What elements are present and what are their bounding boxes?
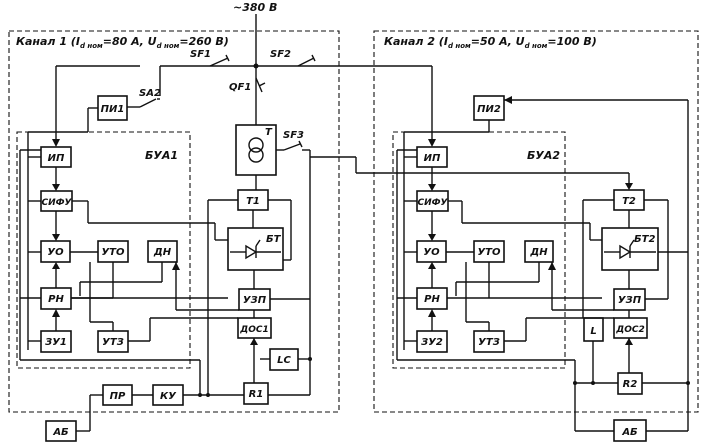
sf3-switch: SF3 (276, 130, 310, 151)
block-rn2-label: РН (424, 294, 440, 305)
block-ut3-2-label: УТЗ (478, 337, 500, 348)
block-zu1-label: ЗУ1 (45, 337, 67, 348)
block-dos1-label: ДОС1 (239, 325, 269, 335)
block-ab1-label: АБ (52, 427, 69, 438)
channel-1-frame (8, 30, 340, 413)
block-ip1-label: ИП (48, 153, 65, 164)
thyristor-symbol-1 (230, 239, 281, 260)
block-l-label: L (590, 326, 596, 337)
channel-2-frame (373, 30, 699, 413)
channel-2-title: Канал 2 (Id ном=50 А, Ud ном=100 В) (384, 35, 597, 50)
block-dn2-label: ДН (529, 247, 548, 258)
block-sifu1-label: СИФУ (41, 198, 72, 208)
block-dn1-label: ДН (153, 247, 172, 258)
transformer-primary (248, 137, 264, 153)
block-rn1-label: РН (48, 294, 64, 305)
block-pi2 (473, 95, 505, 121)
block-pi1 (97, 95, 128, 121)
block-ab2-label: АБ (621, 427, 638, 438)
block-zu2-label: ЗУ2 (421, 337, 443, 348)
sa2-switch: SA2 (126, 88, 161, 108)
block-bt1 (227, 227, 284, 271)
supply-label: ~380 В (233, 1, 277, 14)
sf2-switch: SF2 (270, 49, 316, 67)
channel-1-title: Канал 1 (Id ном=80 А, Ud ном=260 В) (16, 35, 229, 50)
block-uzp2-label: УЗП (618, 295, 642, 306)
block-pi1-label: ПИ1 (101, 104, 125, 115)
block-sifu2-label: СИФУ (417, 198, 448, 208)
block-uo2-label: УО (423, 247, 440, 258)
block-pr-label: ПР (110, 391, 126, 402)
block-r1 (243, 382, 269, 405)
block-lc-label: LC (277, 355, 291, 366)
bua1-label: БУА1 (145, 149, 178, 162)
block-ut3-1-label: УТЗ (102, 337, 124, 348)
bua2-label: БУА2 (527, 149, 560, 162)
bua2-frame (392, 131, 566, 369)
block-bt2-label: БТ2 (634, 234, 655, 245)
thyristor-symbol-2 (604, 239, 656, 260)
sf3-label: SF3 (283, 130, 304, 141)
block-dos2 (613, 317, 648, 339)
sf1-switch: SF1 (190, 49, 230, 67)
block-pi2-label: ПИ2 (477, 104, 501, 115)
transformer-secondary (248, 147, 264, 163)
block-r1-label: R1 (249, 389, 264, 400)
qf1-breaker: QF1 (229, 77, 266, 93)
block-bt1-label: БТ (266, 234, 282, 245)
block-uzp1-label: УЗП (243, 295, 267, 306)
block-uo1-label: УО (47, 247, 64, 258)
block-r2-label: R2 (623, 379, 638, 390)
qf1-label: QF1 (229, 82, 251, 93)
block-ip2-label: ИП (424, 153, 441, 164)
block-ku-label: КУ (160, 391, 177, 402)
block-dos2-label: ДОС2 (615, 325, 645, 335)
block-t2-label: Т2 (622, 196, 636, 207)
sf1-label: SF1 (190, 49, 211, 60)
block-uto1-label: УТО (101, 247, 125, 258)
block-t1-label: Т1 (246, 196, 260, 207)
bua1-frame (16, 131, 191, 369)
block-uto2-label: УТО (477, 247, 501, 258)
sf2-label: SF2 (270, 49, 291, 60)
sa2-label: SA2 (139, 88, 161, 99)
transformer-label: T (265, 127, 273, 138)
